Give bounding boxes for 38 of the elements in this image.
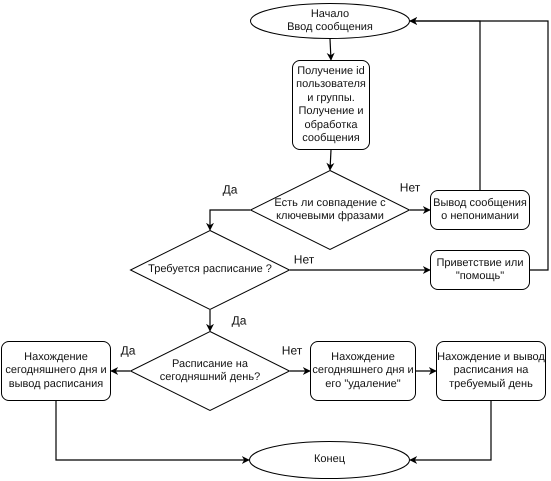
arrow <box>290 266 431 274</box>
edge-label: Нет <box>398 182 422 194</box>
edge-label: Нет <box>280 344 304 358</box>
arrow <box>416 367 437 375</box>
node-text: Начало <box>310 8 350 21</box>
process-box <box>430 190 530 230</box>
decision-diamond <box>130 230 290 310</box>
process-box <box>430 250 530 290</box>
process-box <box>310 341 416 401</box>
edge-label: Да <box>120 344 136 358</box>
node-text: Вывод сообщения о непонимании <box>432 196 528 224</box>
node-text: Получение id пользователя и группы. Получение и обработка сообщения <box>295 64 367 146</box>
node-text: Нахождение сегодняшнего дня и его "удаление" <box>311 350 415 392</box>
node-text: Расписание на сегодняшний день? <box>158 358 262 384</box>
process-box <box>1 341 111 401</box>
node-text: Нахождение и вывод расписания на требуемый день <box>437 350 545 392</box>
process-box <box>436 341 546 401</box>
node-text: Есть ли совпадение с ключевыми фразами <box>273 196 387 224</box>
arrow <box>206 209 250 231</box>
arrow <box>409 17 549 271</box>
edge-label: Нет <box>292 254 316 266</box>
arrow <box>326 38 335 61</box>
arrow <box>290 367 311 375</box>
arrow <box>110 367 130 375</box>
arrow <box>326 150 334 171</box>
arrow <box>410 206 431 214</box>
arrow <box>409 401 492 464</box>
node-text: Конец <box>314 453 346 467</box>
edge-label: Да <box>222 184 238 196</box>
terminator-ellipse <box>249 441 410 479</box>
node-text: Ввод сообщения <box>287 21 373 34</box>
node-text: Нахождение сегодняшнего дня и вывод расписания <box>4 350 108 392</box>
terminator-ellipse <box>250 3 410 39</box>
arrow <box>55 401 250 464</box>
edge-label: Да <box>230 314 248 328</box>
node-text: Приветствие или "помощь" <box>436 256 524 284</box>
arrow <box>206 310 214 332</box>
node-text: Требуется расписание ? <box>148 263 272 277</box>
